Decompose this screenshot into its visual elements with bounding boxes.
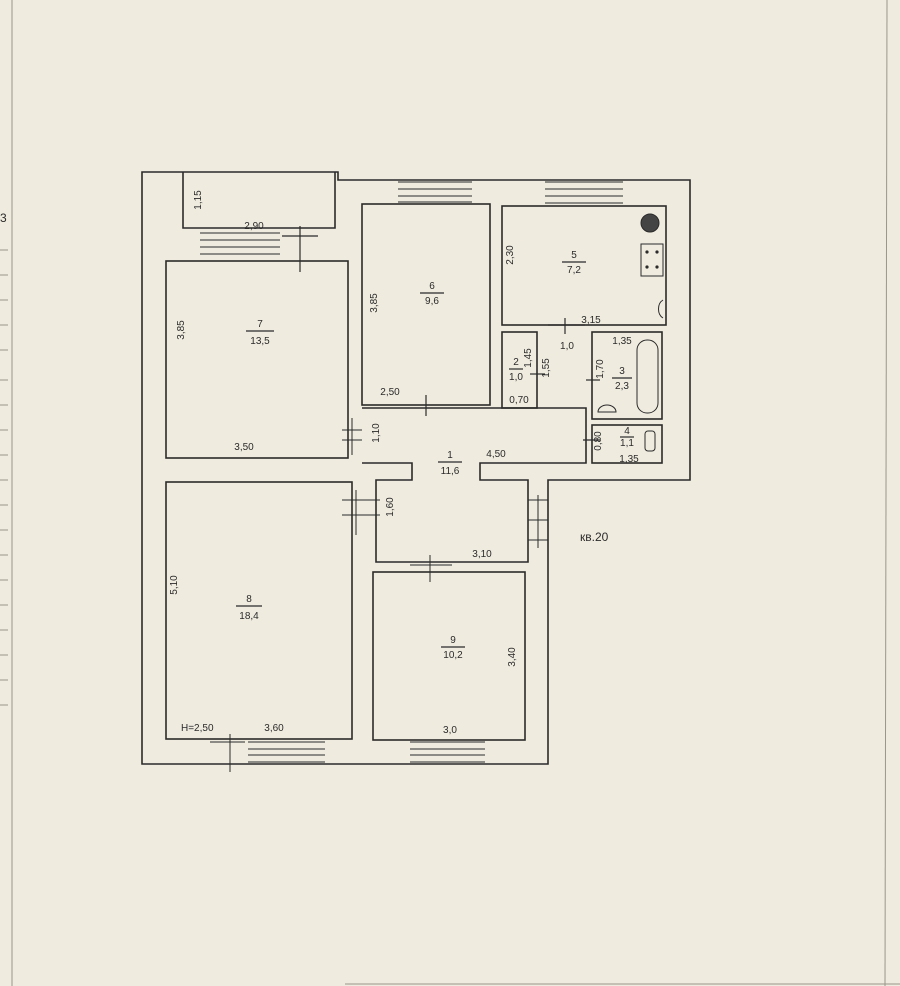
- svg-text:6: 6: [429, 281, 435, 292]
- dim-r8-width: 3,60: [264, 723, 284, 734]
- toilet-icon: [644, 430, 656, 452]
- room-7-door: [342, 418, 362, 455]
- dim-r4-height: 0,80: [593, 431, 604, 451]
- svg-text:18,4: 18,4: [239, 611, 259, 622]
- margin-ticks: [0, 249, 8, 706]
- room-label-1: 1 11,6: [438, 450, 462, 477]
- dim-r2-side: 1,55: [541, 358, 552, 378]
- stove-burners-icon: [645, 250, 659, 269]
- room-9-door: [410, 555, 452, 582]
- stove-icon: [640, 243, 664, 277]
- dim-r9-width: 3,0: [443, 725, 457, 736]
- dim-hall-top: 1,10: [371, 423, 382, 443]
- margin-number: 3: [0, 211, 7, 225]
- room-9: [372, 571, 526, 741]
- boiler-icon: [640, 213, 660, 233]
- svg-text:11,6: 11,6: [441, 466, 460, 477]
- sink-icon: [658, 299, 664, 319]
- room-label-7: 7 13,5: [246, 319, 274, 347]
- svg-text:7,2: 7,2: [567, 265, 581, 276]
- svg-text:13,5: 13,5: [250, 336, 270, 347]
- outer-wall: [141, 171, 691, 765]
- room-6-window: [398, 181, 472, 203]
- dim-balcony-width: 2,90: [244, 221, 264, 232]
- ceiling-height: H=2,50: [181, 723, 214, 734]
- svg-text:2: 2: [513, 357, 519, 368]
- hall: [362, 407, 587, 563]
- entrance-door: [528, 495, 548, 548]
- dim-r6-height: 3,85: [369, 293, 380, 313]
- balcony: [182, 172, 336, 229]
- apartment-label: кв.20: [580, 530, 609, 544]
- bathtub-icon: [636, 339, 659, 414]
- svg-text:1: 1: [447, 450, 453, 461]
- dim-r3-width: 1,35: [612, 336, 632, 347]
- svg-text:9,6: 9,6: [425, 296, 439, 307]
- room-label-2: 2 1,0: [509, 357, 523, 383]
- dim-r7-height: 3,85: [176, 320, 187, 340]
- page-edge-right: [884, 0, 888, 986]
- room-label-3: 3 2,3: [612, 366, 632, 392]
- dim-r8-height: 5,10: [169, 575, 180, 595]
- dim-balcony-depth: 1,15: [193, 190, 204, 210]
- room-4: [591, 424, 663, 464]
- svg-text:10,2: 10,2: [443, 650, 463, 661]
- svg-text:1,0: 1,0: [509, 372, 523, 383]
- svg-text:9: 9: [450, 635, 456, 646]
- washbasin-icon: [597, 404, 617, 413]
- svg-text:3: 3: [619, 366, 625, 377]
- svg-text:8: 8: [246, 594, 252, 605]
- dim-r4-width: 1,35: [619, 454, 639, 465]
- room-label-4: 4 1,1: [620, 426, 634, 449]
- svg-text:5: 5: [571, 250, 577, 261]
- balcony-window: [200, 232, 280, 255]
- dim-hall-lower: 1,60: [385, 497, 396, 517]
- svg-text:1,1: 1,1: [620, 438, 634, 449]
- dim-hall-bottom: 3,10: [472, 549, 492, 560]
- dim-r2-width: 0,70: [509, 395, 529, 406]
- room-8-door: [342, 490, 380, 535]
- dim-r5-height: 2,30: [505, 245, 516, 265]
- room-3: [591, 331, 663, 420]
- dim-r7-width: 3,50: [234, 442, 254, 453]
- room-9-window: [410, 741, 485, 763]
- svg-text:4: 4: [624, 426, 630, 437]
- dim-hall-passage: 1,0: [560, 341, 574, 352]
- room-8: [165, 481, 353, 740]
- dim-r6-width: 2,50: [380, 387, 400, 398]
- dim-hall-width: 4,50: [486, 449, 506, 460]
- svg-text:7: 7: [257, 319, 263, 330]
- dim-r5-width: 3,15: [581, 315, 601, 326]
- room-label-9: 9 10,2: [441, 635, 465, 661]
- dim-r3-height: 1,70: [595, 359, 606, 379]
- room-8-window: [210, 734, 325, 772]
- dim-r9-height: 3,40: [507, 647, 518, 667]
- room-5-window: [545, 181, 623, 204]
- room-label-8: 8 18,4: [236, 594, 262, 622]
- dim-r2-height: 1,45: [523, 348, 534, 368]
- svg-text:2,3: 2,3: [615, 381, 629, 392]
- room-7: [165, 260, 349, 459]
- room-label-6: 6 9,6: [420, 281, 444, 307]
- room-label-5: 5 7,2: [562, 250, 586, 276]
